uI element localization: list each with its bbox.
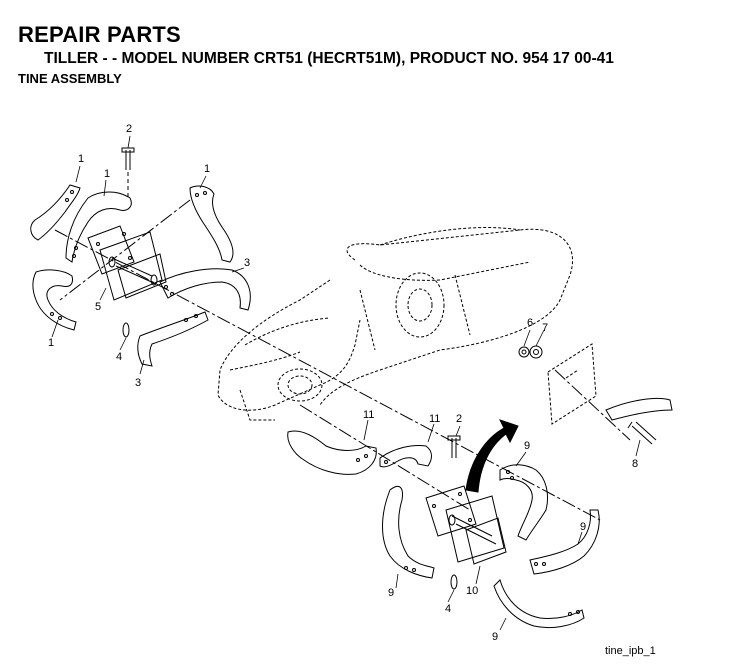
tine-9c bbox=[529, 509, 600, 575]
tine-9b bbox=[382, 485, 435, 579]
axle-centerline-4 bbox=[554, 369, 631, 441]
flange-plate-lower-2 bbox=[445, 495, 505, 563]
tine-9a bbox=[499, 464, 549, 541]
section-title: TINE ASSEMBLY bbox=[18, 71, 122, 86]
callout-1a: 1 bbox=[78, 153, 84, 165]
tine-11b bbox=[379, 445, 432, 468]
callout-1c: 1 bbox=[204, 163, 210, 175]
bolt-upper bbox=[121, 147, 135, 170]
hub-tube-upper bbox=[111, 257, 157, 285]
washer-6 bbox=[518, 346, 530, 358]
callout-10: 10 bbox=[466, 585, 478, 597]
bolt-lower bbox=[447, 435, 461, 458]
callout-1b: 1 bbox=[104, 168, 110, 180]
callout-11b: 11 bbox=[429, 413, 440, 425]
side-bracket bbox=[605, 397, 673, 421]
cover-plate-slot bbox=[565, 369, 579, 379]
axle-centerline-2 bbox=[299, 404, 471, 511]
tine-1a bbox=[30, 184, 81, 241]
hub-tube-lower bbox=[451, 515, 497, 545]
flange-plate-lower-3 bbox=[465, 517, 507, 565]
page-title: REPAIR PARTS bbox=[18, 22, 181, 47]
tine-9d bbox=[493, 579, 585, 629]
tine-1d bbox=[189, 185, 234, 263]
model-subtitle: TILLER - - MODEL NUMBER CRT51 (HECRT51M)… bbox=[44, 50, 614, 67]
axle-centerline bbox=[54, 229, 601, 521]
rotation-arrow bbox=[465, 419, 519, 493]
tine-3b bbox=[137, 311, 209, 367]
tine-3a bbox=[159, 268, 251, 311]
callout-9d: 9 bbox=[492, 631, 498, 643]
callout-3b: 3 bbox=[135, 377, 141, 389]
flange-plate-upper-2 bbox=[99, 231, 163, 301]
flange-plate-upper-3 bbox=[117, 253, 167, 299]
axle-centerline-3 bbox=[59, 199, 191, 301]
clevis-pin bbox=[627, 421, 657, 445]
callout-2-upper: 2 bbox=[126, 123, 132, 135]
clip-pin-lower bbox=[450, 574, 458, 590]
callout-5: 5 bbox=[95, 301, 101, 313]
callout-9b: 9 bbox=[580, 521, 586, 533]
washer-7 bbox=[529, 345, 543, 359]
callout-9c: 9 bbox=[388, 587, 394, 599]
tine-1b bbox=[65, 191, 132, 263]
tine-11a bbox=[287, 430, 377, 475]
callout-3a: 3 bbox=[244, 257, 250, 269]
callout-9a: 9 bbox=[524, 440, 530, 452]
transmission-housing bbox=[217, 227, 574, 421]
callout-7: 7 bbox=[542, 322, 548, 334]
callout-1d: 1 bbox=[48, 337, 54, 349]
callout-8: 8 bbox=[632, 458, 638, 470]
tine-1c bbox=[32, 269, 77, 331]
callout-4-upper: 4 bbox=[116, 351, 122, 363]
cover-plate bbox=[547, 343, 597, 425]
callout-2-lower: 2 bbox=[456, 413, 462, 425]
clip-pin-upper bbox=[122, 322, 130, 338]
callout-6: 6 bbox=[527, 317, 533, 329]
flange-plate-lower-1 bbox=[425, 485, 477, 537]
callout-11a: 11 bbox=[363, 409, 374, 421]
image-filename: tine_ipb_1 bbox=[605, 645, 656, 657]
flange-plate-upper-1 bbox=[87, 225, 135, 275]
callout-4-lower: 4 bbox=[445, 603, 451, 615]
